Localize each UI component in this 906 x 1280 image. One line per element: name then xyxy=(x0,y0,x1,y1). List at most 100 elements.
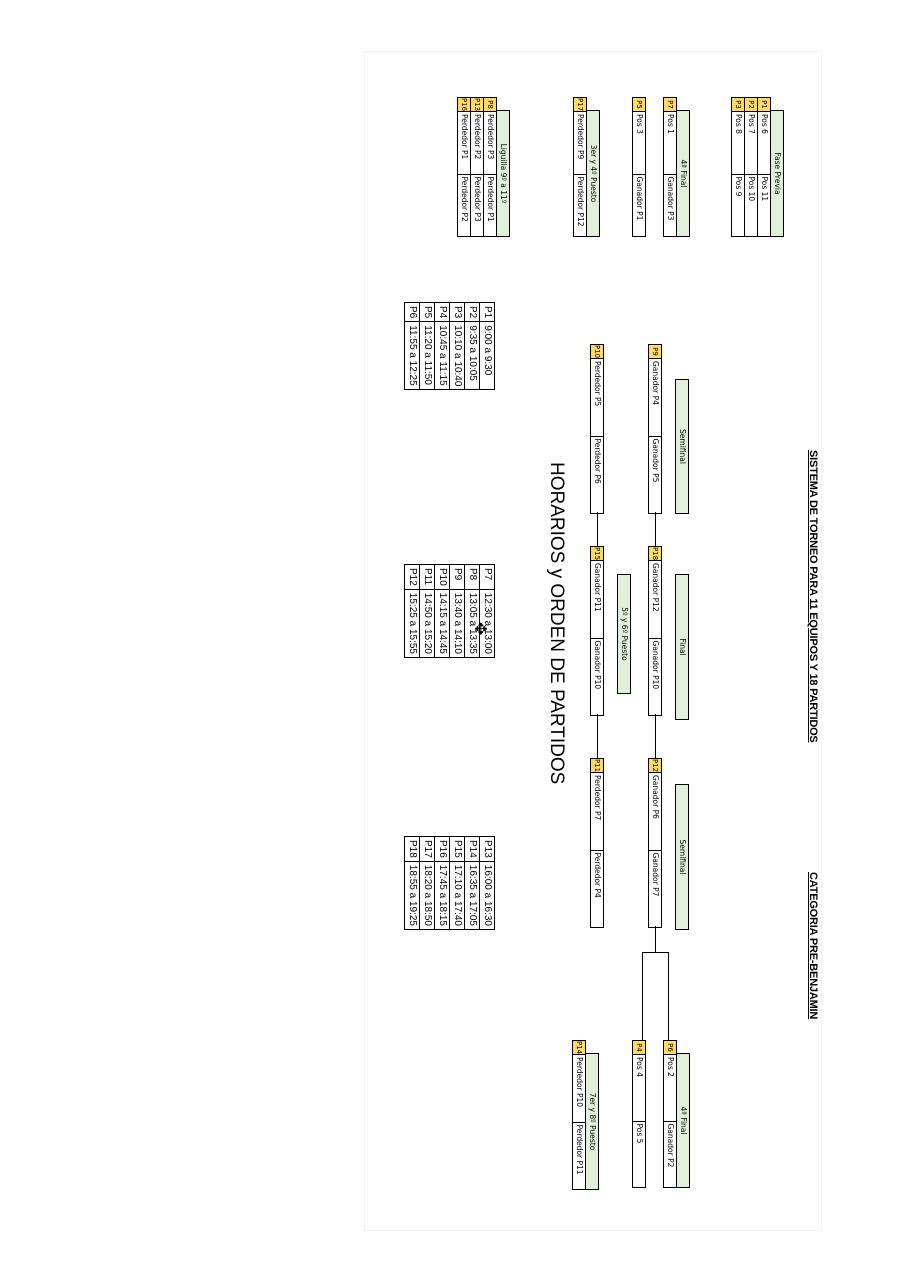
schedule-match: P2 xyxy=(464,302,480,322)
team-b: Perdedor P3 xyxy=(473,176,482,222)
team-b: Pos 10 xyxy=(747,176,756,202)
match-code: P16 xyxy=(458,98,470,112)
schedule-time: 15:25 a 15:55 xyxy=(404,589,420,658)
match-code: P9 xyxy=(649,345,661,359)
match-code: P10 xyxy=(591,345,603,359)
group-header: Final xyxy=(675,574,689,720)
schedule-match: P12 xyxy=(404,564,420,590)
group-header: Semifinal xyxy=(675,784,689,930)
schedule-match: P13 xyxy=(479,836,495,862)
team-b: Ganador P7 xyxy=(651,852,660,897)
match-code: P8 xyxy=(484,98,496,112)
schedule-match: P18 xyxy=(404,836,420,862)
group-header: 3er y 4º Puesto xyxy=(586,110,600,237)
match-code: P5 xyxy=(633,98,645,112)
team-a: Perdedor P7 xyxy=(591,773,603,851)
team-a: Pos 6 xyxy=(758,112,770,175)
match-code: P18 xyxy=(649,547,661,561)
group-final: Final xyxy=(675,574,689,720)
match-code: P12 xyxy=(649,759,661,773)
team-a: Perdedor P10 xyxy=(573,1055,585,1123)
schedule-time: 17:10 a 17:40 xyxy=(449,861,465,930)
team-b: Perdedor P1 xyxy=(486,176,495,222)
group-header: Semifinal xyxy=(675,379,689,514)
schedule-time: 17:45 a 18:15 xyxy=(434,861,450,930)
schedule-time: 10:45 a 11:15 xyxy=(434,321,450,390)
team-a: Ganador P11 xyxy=(591,561,603,639)
schedule-time: 16:00 a 16:30 xyxy=(479,861,495,930)
team-b: Ganador P5 xyxy=(651,438,660,483)
match-code: P13 xyxy=(471,98,483,112)
team-b: Pos 11 xyxy=(760,176,769,202)
schedule-match: P14 xyxy=(464,836,480,862)
team-b: Ganador P10 xyxy=(593,640,602,690)
category-title: CATEGORIA PRE-BENJAMIN xyxy=(807,872,819,1020)
match-code: P2 xyxy=(745,98,757,112)
schedule-match: P3 xyxy=(449,302,465,322)
team-a: Pos 3 xyxy=(633,112,645,175)
team-b: Perdedor P11 xyxy=(575,1124,584,1175)
schedule-time: 9:35 a 10:05 xyxy=(464,321,480,390)
team-a: Perdedor P9 xyxy=(574,112,586,175)
group-semifinal-izq: Semifinal xyxy=(675,366,689,514)
match-code: P15 xyxy=(591,547,603,561)
team-b: Ganador P1 xyxy=(635,176,644,221)
schedule-match: P17 xyxy=(419,836,435,862)
team-a: Pos 1 xyxy=(664,112,676,175)
team-a: Perdedor P3 xyxy=(484,112,496,175)
page-title: SISTEMA DE TORNEO PARA 11 EQUIPOS Y 18 P… xyxy=(807,450,819,743)
schedule-time: 11:20 a 11:50 xyxy=(419,321,435,390)
team-b: Perdedor P12 xyxy=(576,176,585,227)
bracket-line xyxy=(668,952,669,1040)
group-header: Fase Previa xyxy=(770,110,784,237)
match-code: P11 xyxy=(591,759,603,773)
group-header: 5º y 6º Puesto xyxy=(617,574,631,694)
match-code: P1 xyxy=(758,98,770,112)
group-semifinal-der: Semifinal xyxy=(675,784,689,930)
bracket-line xyxy=(642,952,643,1040)
match-code: P4 xyxy=(633,1041,645,1055)
team-a: Pos 2 xyxy=(664,1055,676,1122)
bracket-line xyxy=(597,512,598,546)
team-a: Pos 8 xyxy=(732,112,744,175)
schedule-match: P1 xyxy=(479,302,495,322)
team-a: Pos 7 xyxy=(745,112,757,175)
schedule-time: 13:40 a 14:10 xyxy=(449,589,465,658)
group-header: 4ª Final xyxy=(676,1053,690,1188)
bracket-line xyxy=(655,512,656,546)
schedule-match: P9 xyxy=(449,564,465,590)
team-a: Ganador P6 xyxy=(649,773,661,851)
group-header: 7er y 8º Puesto xyxy=(585,1053,599,1190)
schedule-time: 9:00 a 9:30 xyxy=(479,321,495,390)
team-b: Ganador P10 xyxy=(651,640,660,690)
team-b: Perdedor P4 xyxy=(593,852,602,898)
schedule-match: P6 xyxy=(404,302,420,322)
tournament-canvas: SISTEMA DE TORNEO PARA 11 EQUIPOS Y 18 P… xyxy=(365,52,821,1230)
team-a: Perdedor P2 xyxy=(471,112,483,175)
group-quinto-puesto: 5º y 6º Puesto xyxy=(617,574,631,694)
